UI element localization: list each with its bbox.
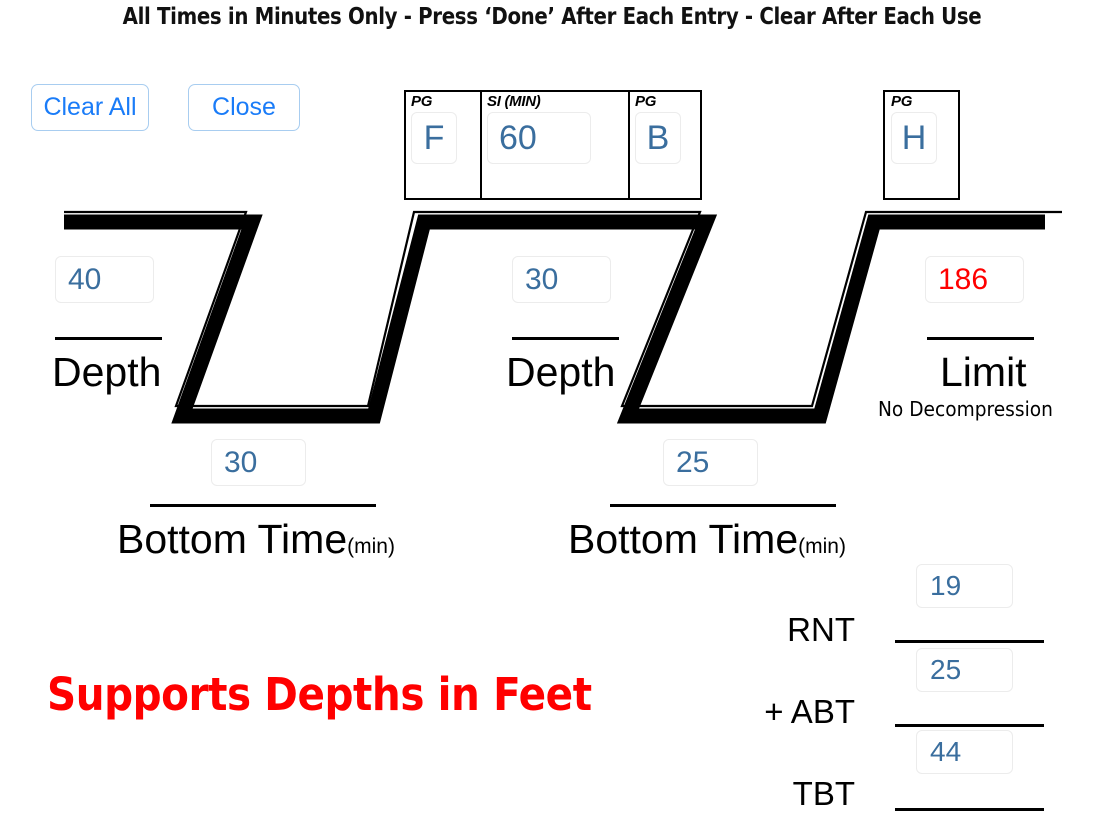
- dive2-bottom-time-label-wrap: Bottom Time(min): [568, 517, 846, 569]
- rnt-label: RNT: [787, 611, 855, 648]
- supports-depths-in-feet-banner: Supports Depths in Feet: [47, 668, 592, 721]
- surface-interval-label: SI (MIN): [487, 93, 541, 110]
- limit-label: Limit: [940, 349, 1027, 395]
- dive2-depth-input[interactable]: 30: [512, 256, 611, 303]
- dive2-bottom-time-label: Bottom Time: [568, 516, 799, 562]
- clear-all-button[interactable]: Clear All: [31, 84, 149, 131]
- dive1-bottom-time-input[interactable]: 30: [211, 439, 306, 486]
- no-decompression-note: No Decompression: [878, 397, 1053, 421]
- surface-interval-input[interactable]: 60: [487, 112, 591, 164]
- clear-all-label: Clear All: [43, 93, 137, 121]
- pg-start-cell: PG F: [406, 92, 480, 198]
- pg-final-label: PG: [891, 93, 913, 110]
- pg-end-input[interactable]: B: [635, 112, 681, 164]
- rnt-rule: [895, 640, 1044, 643]
- pg-final-group: PG H: [883, 90, 960, 200]
- dive-profile-graphic: [64, 210, 1062, 424]
- surface-interval-cell: SI (MIN) 60: [480, 92, 628, 198]
- abt-input[interactable]: 25: [916, 648, 1013, 692]
- dive2-bottom-time-unit: (min): [798, 535, 846, 558]
- dive1-depth-rule: [55, 337, 162, 340]
- dive1-depth-label: Depth: [52, 349, 162, 395]
- profile-thick-line: [64, 214, 1045, 424]
- dive2-depth-rule: [512, 337, 619, 340]
- rnt-input[interactable]: 19: [916, 564, 1013, 608]
- dive2-bottom-time-rule: [610, 504, 836, 507]
- dive1-bottom-time-label: Bottom Time: [117, 516, 348, 562]
- surface-interval-group: PG F SI (MIN) 60 PG B: [404, 90, 702, 200]
- tbt-rule: [895, 808, 1044, 811]
- dive1-bottom-time-unit: (min): [347, 535, 395, 558]
- pg-start-label: PG: [411, 93, 433, 110]
- tbt-input[interactable]: 44: [916, 730, 1013, 774]
- abt-rule: [895, 724, 1044, 727]
- abt-label: + ABT: [764, 693, 855, 730]
- dive1-depth-input[interactable]: 40: [55, 256, 154, 303]
- pg-start-input[interactable]: F: [411, 112, 457, 164]
- limit-rule: [927, 337, 1034, 340]
- pg-end-label: PG: [635, 93, 657, 110]
- no-deco-limit-input[interactable]: 186: [925, 256, 1024, 303]
- dive1-bottom-time-label-wrap: Bottom Time(min): [117, 517, 395, 569]
- page-title: All Times in Minutes Only - Press ‘Done’…: [122, 4, 982, 30]
- pg-final-input[interactable]: H: [891, 112, 937, 164]
- tbt-label: TBT: [792, 775, 855, 812]
- pg-end-cell: PG B: [628, 92, 700, 198]
- dive2-bottom-time-input[interactable]: 25: [663, 439, 758, 486]
- close-button[interactable]: Close: [188, 84, 300, 131]
- dive2-depth-label: Depth: [506, 349, 616, 395]
- dive1-bottom-time-rule: [150, 504, 376, 507]
- profile-thin-outline: [64, 210, 1062, 408]
- close-label: Close: [212, 93, 276, 121]
- pg-final-cell: PG H: [885, 92, 958, 198]
